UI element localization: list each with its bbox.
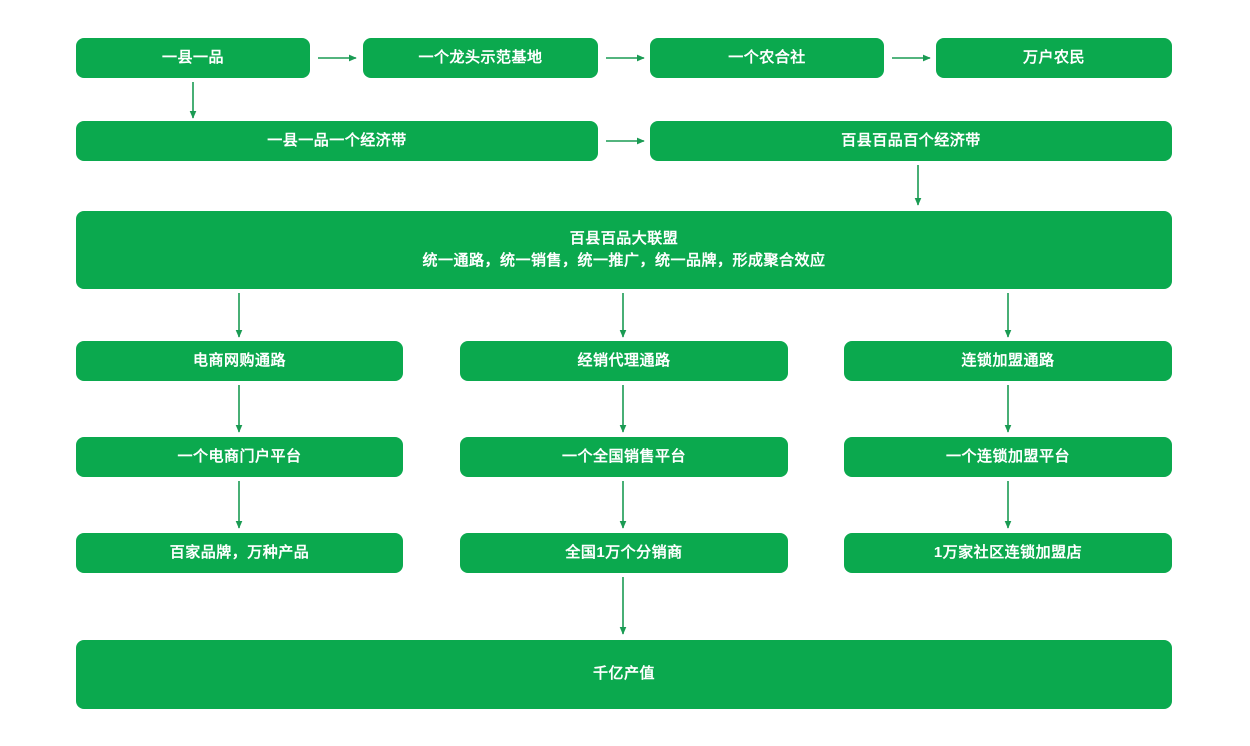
node-label: 电商网购通路 xyxy=(192,351,286,369)
node-ten-thousand-distributors[interactable]: 全国1万个分销商 xyxy=(460,533,788,573)
node-leading-demo-base[interactable]: 一个龙头示范基地 xyxy=(363,38,598,78)
node-label: 一个全国销售平台 xyxy=(561,447,686,465)
node-one-county-one-product[interactable]: 一县一品 xyxy=(76,38,310,78)
node-chain-franchise-channel[interactable]: 连锁加盟通路 xyxy=(844,341,1172,381)
node-hundred-brands-products[interactable]: 百家品牌，万种产品 xyxy=(76,533,403,573)
node-label: 千亿产值 xyxy=(592,665,655,683)
node-label: 连锁加盟通路 xyxy=(961,351,1055,369)
node-ecommerce-channel[interactable]: 电商网购通路 xyxy=(76,341,403,381)
node-ten-thousand-franchise-stores[interactable]: 1万家社区连锁加盟店 xyxy=(844,533,1172,573)
node-ecommerce-portal-platform[interactable]: 一个电商门户平台 xyxy=(76,437,403,477)
alliance-subtitle: 统一通路，统一销售，统一推广，统一品牌，形成聚合效应 xyxy=(422,252,826,269)
node-one-county-one-product-economic-belt[interactable]: 一县一品一个经济带 xyxy=(76,121,598,161)
node-label: 全国1万个分销商 xyxy=(565,543,683,561)
node-total-output-value[interactable]: 千亿产值 xyxy=(76,640,1172,709)
node-label: 1万家社区连锁加盟店 xyxy=(933,543,1083,561)
node-distribution-agent-channel[interactable]: 经销代理通路 xyxy=(460,341,788,381)
alliance-title: 百县百品大联盟 xyxy=(569,229,679,247)
node-label: 百家品牌，万种产品 xyxy=(169,543,310,561)
node-label: 一个电商门户平台 xyxy=(177,447,302,465)
node-grand-alliance[interactable]: 百县百品大联盟 统一通路，统一销售，统一推广，统一品牌，形成聚合效应 xyxy=(76,211,1172,289)
node-national-sales-platform[interactable]: 一个全国销售平台 xyxy=(460,437,788,477)
node-label: 万户农民 xyxy=(1022,48,1085,66)
node-label: 一个农合社 xyxy=(728,48,806,66)
node-hundred-counties-economic-belts[interactable]: 百县百品百个经济带 xyxy=(650,121,1172,161)
node-label: 一个龙头示范基地 xyxy=(418,48,543,66)
node-farmers-cooperative[interactable]: 一个农合社 xyxy=(650,38,884,78)
node-ten-thousand-farmers[interactable]: 万户农民 xyxy=(936,38,1172,78)
node-label: 一个连锁加盟平台 xyxy=(945,447,1070,465)
node-label: 一县一品一个经济带 xyxy=(267,131,407,149)
node-label: 一县一品 xyxy=(161,48,224,66)
node-label: 经销代理通路 xyxy=(577,351,671,369)
node-label: 百县百品百个经济带 xyxy=(841,131,981,149)
node-chain-franchise-platform[interactable]: 一个连锁加盟平台 xyxy=(844,437,1172,477)
